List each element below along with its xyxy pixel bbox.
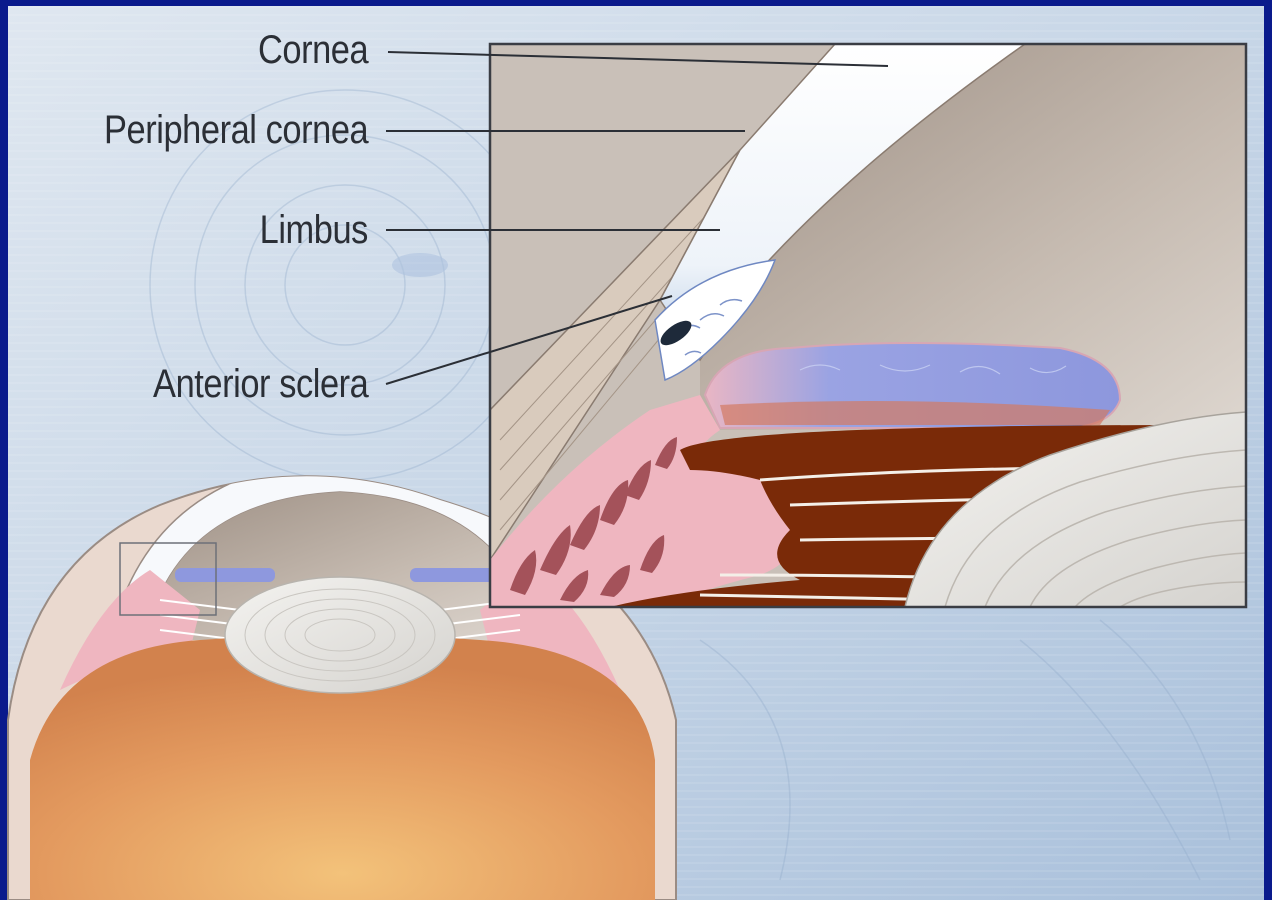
limbus-label: Limbus [260, 210, 368, 250]
peripheral-cornea-label: Peripheral cornea [104, 110, 368, 150]
anterior-sclera-label: Anterior sclera [153, 364, 368, 404]
magnified-inset [490, 44, 1246, 607]
cornea-label: Cornea [258, 30, 368, 70]
